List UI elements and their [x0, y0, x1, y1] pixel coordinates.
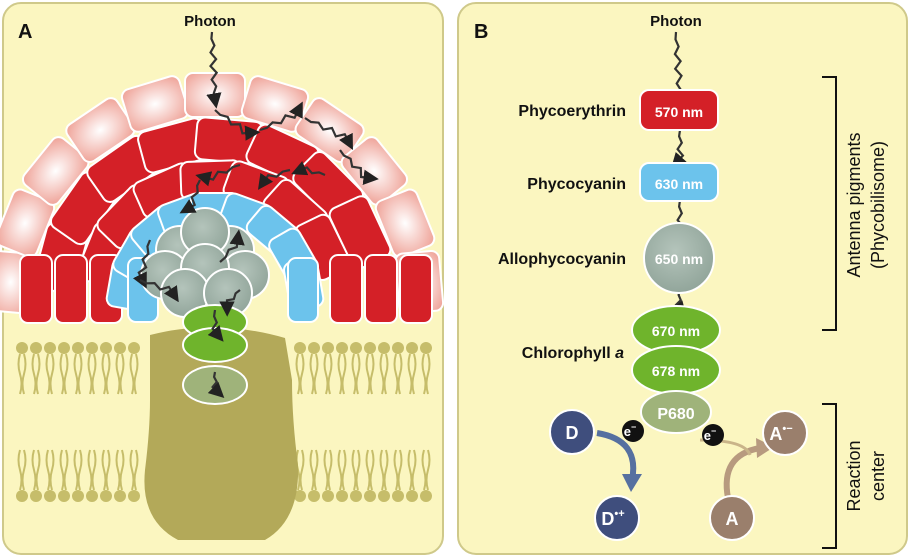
- chlorophyll-670-wavelength: 670 nm: [652, 323, 700, 339]
- phycoerythrin-label: Phycoerythrin: [518, 103, 626, 120]
- acceptor-arrow: [723, 445, 761, 499]
- donor-arrow: [596, 430, 637, 481]
- acceptor-circle: [709, 495, 755, 541]
- chlorophyll-label: Chlorophyll a: [522, 345, 624, 362]
- acceptor-reduced-circle: [762, 410, 808, 456]
- antenna-bracket: [822, 76, 837, 331]
- electron-donor-side: [622, 420, 644, 442]
- phycoerythrin-wavelength: 570 nm: [655, 104, 703, 120]
- lipid-bilayer: [16, 342, 432, 502]
- phycocyanin-wavelength: 630 nm: [655, 176, 703, 192]
- donor-arrow-head: [622, 474, 642, 492]
- electron-acceptor-side-letter: e: [704, 428, 711, 443]
- phycocyanin-ring: [105, 192, 325, 323]
- phycocyanin-label: Phycocyanin: [527, 176, 626, 193]
- photon-arrows-a: [132, 31, 379, 399]
- donor-oxidized-label: D•+: [601, 508, 624, 529]
- p680-disc: [640, 390, 712, 434]
- acceptor-label: A: [726, 509, 739, 529]
- donor-label: D: [566, 423, 579, 443]
- electron-acceptor-side-sup: −: [711, 426, 716, 436]
- acceptor-reduced-label: A•−: [769, 423, 792, 444]
- acceptor-reduced-sup: •−: [782, 423, 792, 435]
- electron-donor-side-label: e−: [624, 422, 637, 439]
- panel-b-letter: B: [474, 21, 488, 43]
- donor-oxidized-sup: •+: [614, 508, 624, 520]
- electron-acceptor-side: [702, 424, 724, 446]
- allophycocyanin-core: [140, 207, 270, 318]
- reaction-center-label-line2: center: [868, 451, 888, 501]
- electron-donor-side-sup: −: [631, 422, 636, 432]
- phycoerythrin-box: [639, 89, 719, 131]
- chlorophyll-label-main: Chlorophyll: [522, 345, 615, 362]
- reaction-center-bracket: [822, 403, 837, 549]
- antenna-label: Antenna pigments(Phycobilisome): [844, 132, 888, 277]
- donor-oxidized-letter: D: [601, 509, 614, 529]
- allophycocyanin-wavelength: 650 nm: [655, 251, 703, 267]
- donor-circle: [549, 409, 595, 455]
- reaction-center-label-line1: Reaction: [844, 440, 864, 511]
- chlorophyll-678-wavelength: 678 nm: [652, 363, 700, 379]
- panel-b-photon-label: Photon: [650, 13, 702, 30]
- panel-a-letter: A: [18, 21, 32, 43]
- electron-acceptor-side-label: e−: [704, 426, 717, 443]
- electron-donor-side-letter: e: [624, 424, 631, 439]
- donor-oxidized-circle: [594, 495, 640, 541]
- acceptor-arrow-head: [756, 438, 774, 458]
- acceptor-reduced-letter: A: [769, 424, 782, 444]
- antenna-label-line1: Antenna pigments: [844, 132, 864, 277]
- allophycocyanin-circle: [643, 222, 715, 294]
- phycocyanin-box: [639, 162, 719, 202]
- allophycocyanin-label: Allophycocyanin: [498, 251, 626, 268]
- antenna-label-line2: (Phycobilisome): [868, 141, 888, 269]
- chlorophyll-label-italic: a: [615, 345, 624, 362]
- p680-label: P680: [657, 406, 694, 423]
- panel-a-photon-label: Photon: [184, 13, 236, 30]
